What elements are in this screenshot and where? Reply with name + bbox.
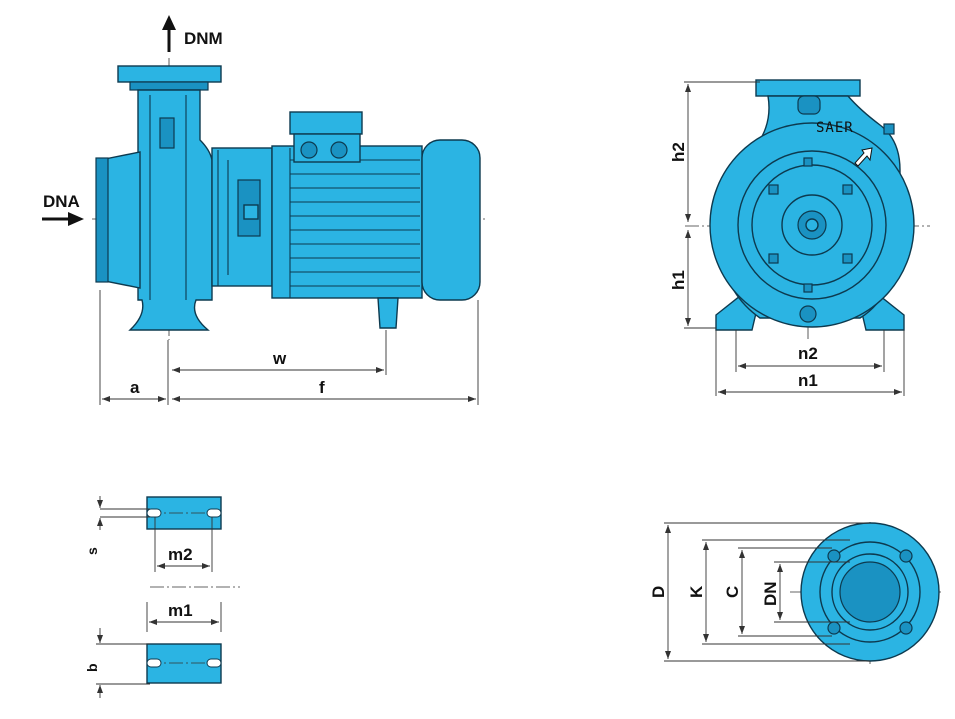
dimension-w-label: w — [272, 349, 287, 368]
suction-arrow — [42, 212, 84, 226]
fan-cover — [421, 139, 481, 301]
dimension-n1-label: n1 — [798, 371, 818, 390]
dimension-C-label: C — [723, 586, 742, 598]
front-discharge-flange — [755, 79, 861, 97]
dimension-m1-label: m1 — [168, 601, 193, 620]
dimension-D-label: D — [649, 586, 668, 598]
flange-detail: D K C DN — [649, 522, 944, 664]
dimension-h1-label: h1 — [669, 270, 688, 290]
dimension-n2-label: n2 — [798, 344, 818, 363]
rotation-arrow-icon — [854, 147, 873, 167]
brand-label: SAER — [816, 120, 854, 136]
discharge-arrow — [162, 15, 176, 52]
foot-detail-top: s m2 — [84, 496, 240, 588]
motor-body — [271, 145, 423, 299]
front-view: SAER h2 h1 n2 n1 — [669, 79, 930, 396]
side-view: DNM DNA — [42, 15, 488, 405]
discharge-label: DNM — [184, 29, 223, 48]
dimension-h2-label: h2 — [669, 142, 688, 162]
dimension-DN-label: DN — [761, 581, 780, 606]
suction-label: DNA — [43, 192, 80, 211]
dimension-s-label: s — [84, 547, 100, 555]
discharge-flange — [117, 65, 222, 83]
dimension-K-label: K — [687, 585, 706, 598]
dimension-a-label: a — [130, 378, 140, 397]
dimension-m2-label: m2 — [168, 545, 193, 564]
terminal-box — [289, 111, 363, 135]
motor-foot — [377, 297, 399, 329]
dimension-b-label: b — [84, 663, 100, 672]
dimension-f-label: f — [319, 378, 325, 397]
foot-detail-bottom: m1 b — [84, 601, 222, 698]
